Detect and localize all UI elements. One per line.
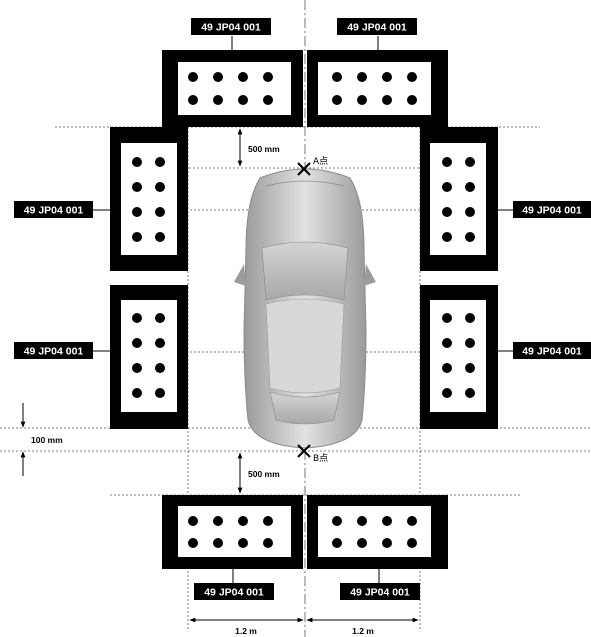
board-rear-right xyxy=(307,495,448,569)
board-right-lower xyxy=(420,285,498,429)
svg-text:49 JP04 001: 49 JP04 001 xyxy=(204,587,264,599)
svg-text:49 JP04 001: 49 JP04 001 xyxy=(522,346,582,358)
roof xyxy=(265,298,345,394)
part-label-front-left: 49 JP04 001 xyxy=(191,18,271,52)
svg-text:49 JP04 001: 49 JP04 001 xyxy=(522,205,582,217)
point-b-label: B点 xyxy=(313,453,328,464)
part-label-left-upper: 49 JP04 001 xyxy=(14,201,111,218)
svg-text:49 JP04 001: 49 JP04 001 xyxy=(24,205,84,217)
point-a-marker xyxy=(297,162,311,176)
board-front-left xyxy=(162,50,303,127)
board-rear-left xyxy=(162,495,303,569)
right-width-dimension: 1.2 m xyxy=(306,617,419,636)
left-width-label: 1.2 m xyxy=(235,626,257,636)
rear-window xyxy=(269,391,341,425)
part-label-front-right: 49 JP04 001 xyxy=(337,18,417,52)
offset-dimension: 100 mm xyxy=(20,403,63,476)
svg-text:49 JP04 001: 49 JP04 001 xyxy=(201,22,261,34)
point-b-marker xyxy=(297,444,311,458)
svg-text:49 JP04 001: 49 JP04 001 xyxy=(347,22,407,34)
front-gap-dimension: 500 mm xyxy=(237,128,280,167)
rear-gap-label: 500 mm xyxy=(248,469,280,479)
left-mirror xyxy=(234,264,246,286)
right-width-label: 1.2 m xyxy=(352,626,374,636)
board-left-lower xyxy=(110,285,188,429)
part-label-rear-right: 49 JP04 001 xyxy=(340,567,420,600)
offset-label: 100 mm xyxy=(31,435,63,445)
right-mirror xyxy=(364,264,376,286)
part-label-rear-left: 49 JP04 001 xyxy=(194,567,274,600)
part-label-left-lower: 49 JP04 001 xyxy=(14,342,111,359)
windshield xyxy=(261,241,349,301)
svg-text:49 JP04 001: 49 JP04 001 xyxy=(24,346,84,358)
front-gap-label: 500 mm xyxy=(248,144,280,154)
vehicle-top-view xyxy=(234,168,376,449)
board-left-upper xyxy=(110,127,188,271)
part-label-right-lower: 49 JP04 001 xyxy=(497,342,591,359)
left-width-dimension: 1.2 m xyxy=(189,617,304,636)
board-right-upper xyxy=(420,127,498,271)
board-front-right xyxy=(307,50,448,127)
svg-text:49 JP04 001: 49 JP04 001 xyxy=(350,587,410,599)
rear-gap-dimension: 500 mm xyxy=(237,452,280,494)
point-a-label: A点 xyxy=(313,156,328,167)
part-label-right-upper: 49 JP04 001 xyxy=(497,201,591,218)
